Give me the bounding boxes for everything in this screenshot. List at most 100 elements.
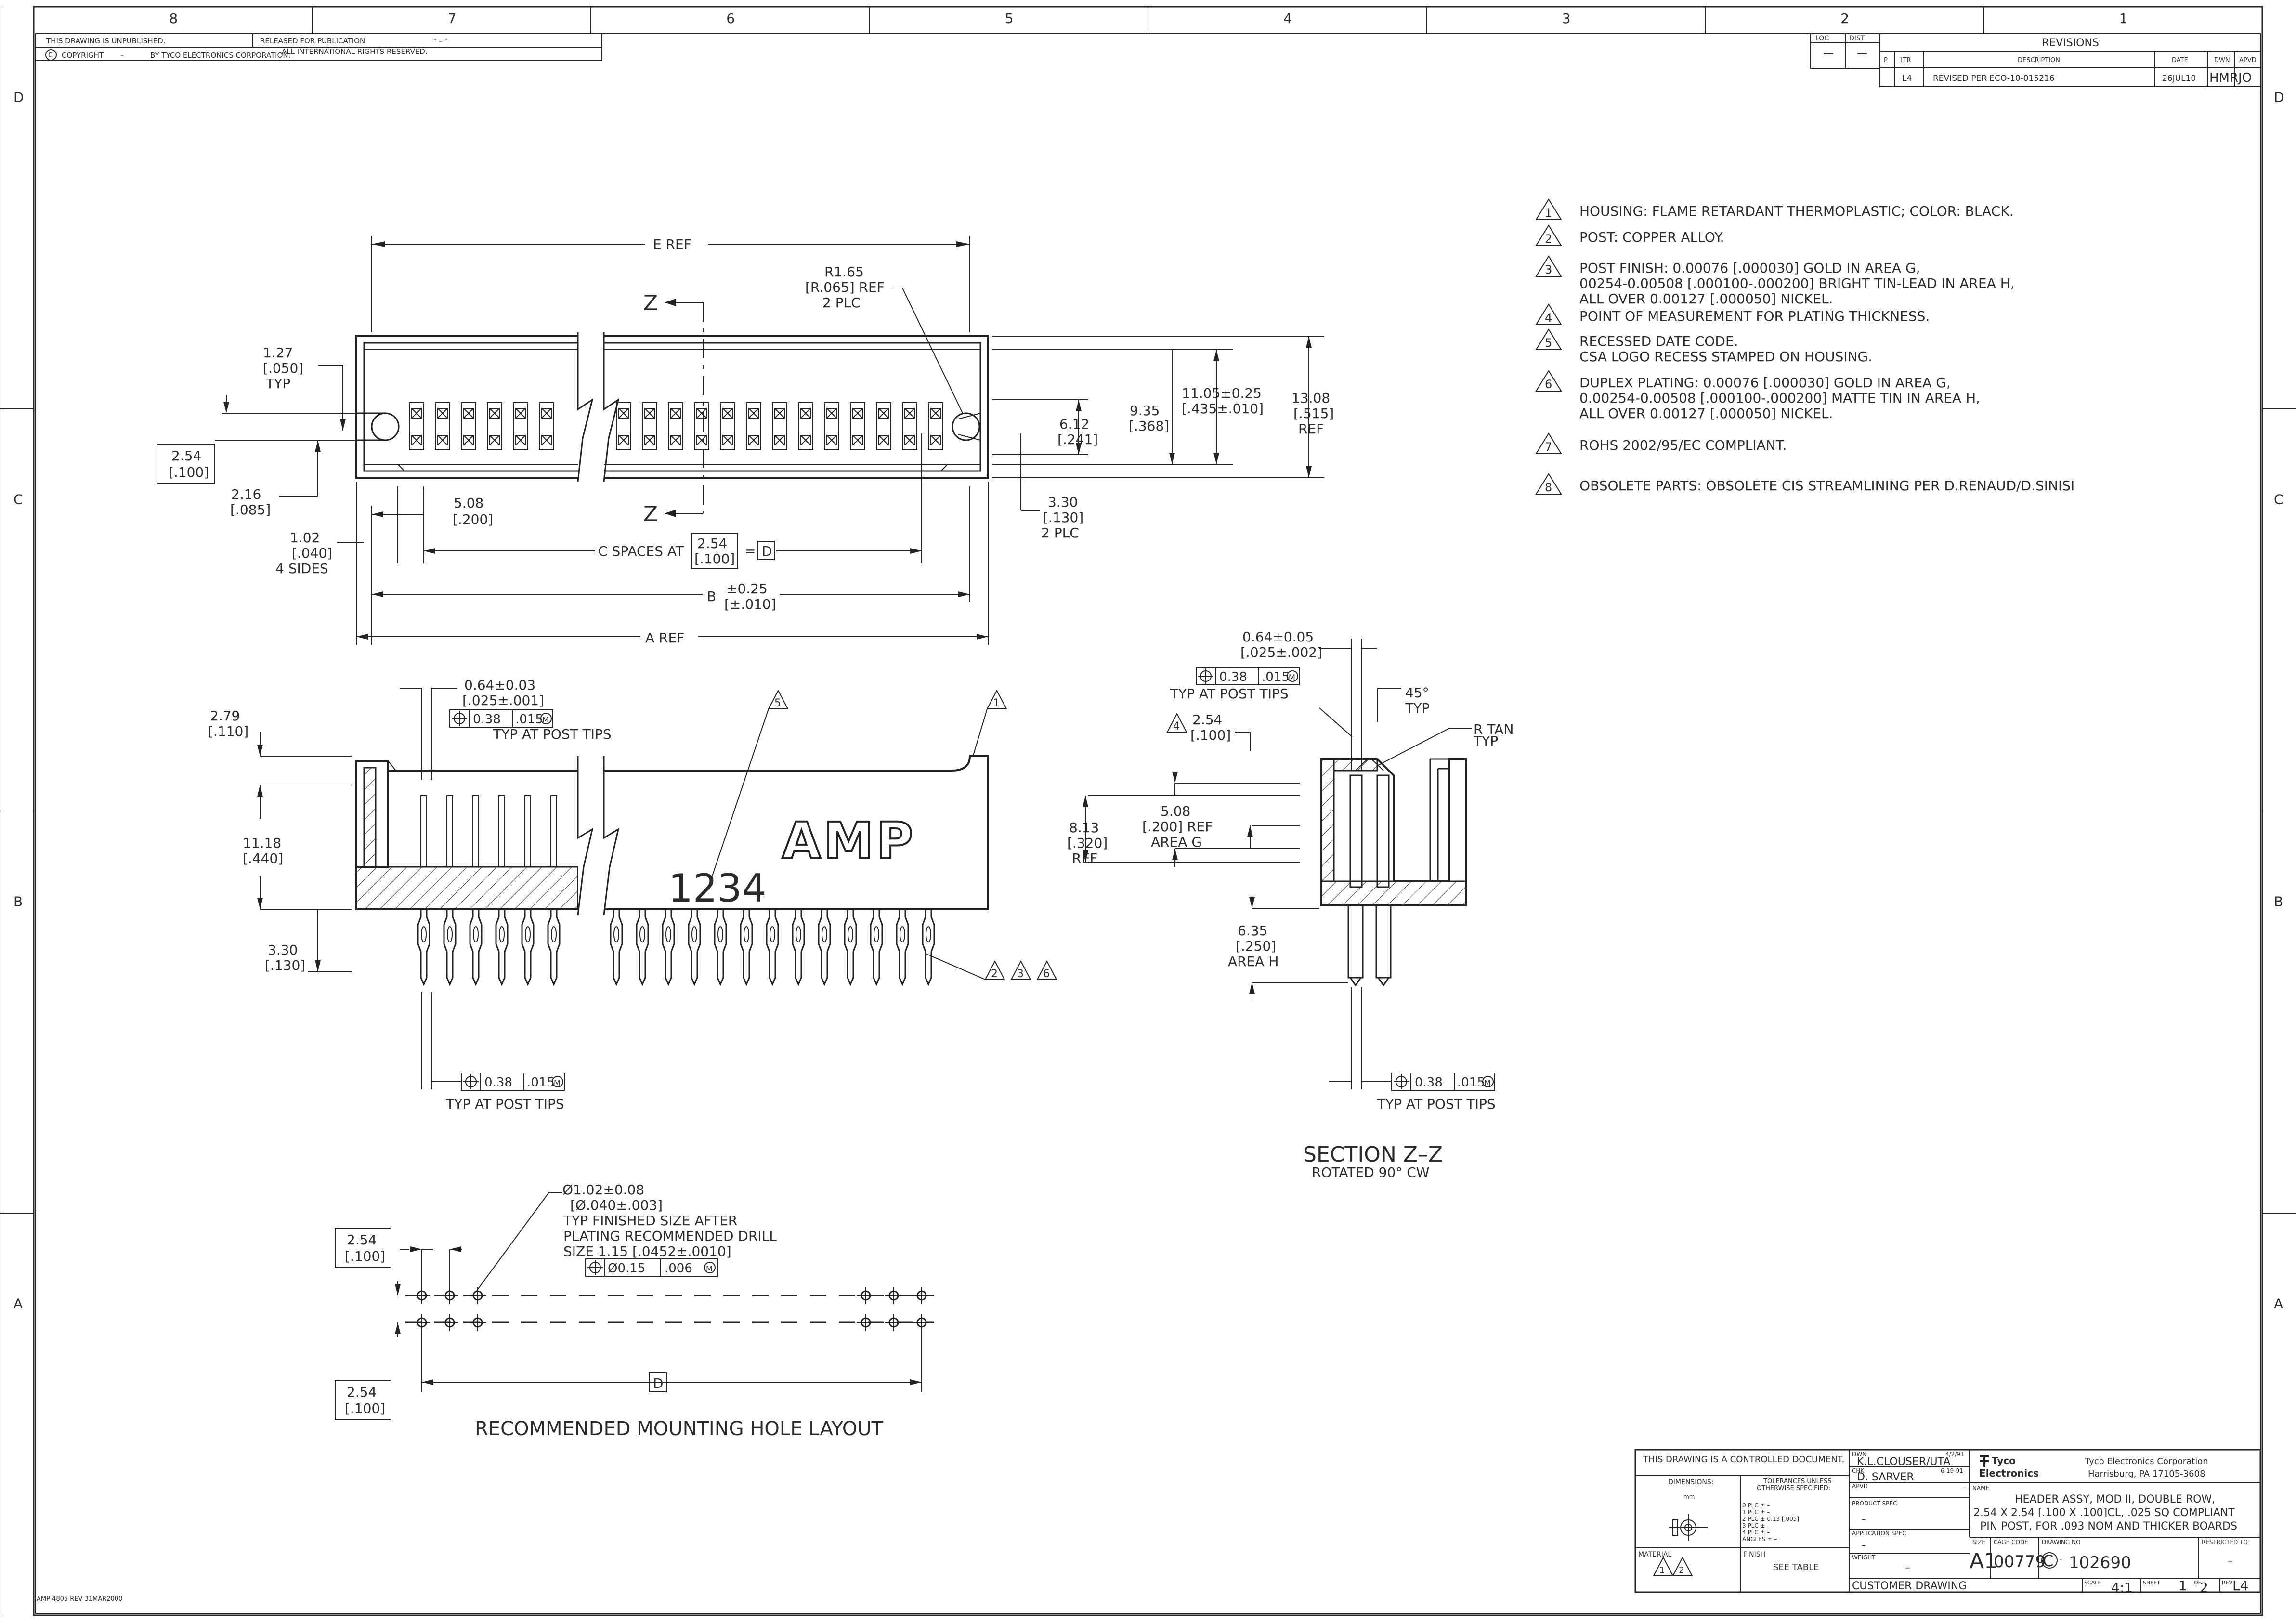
- sv-dim-ref: REF: [1072, 850, 1097, 866]
- pin-cavity: [435, 402, 450, 450]
- note-number: 3: [1545, 263, 1552, 276]
- plc-row: 0 PLC ± –: [1742, 1502, 1770, 1509]
- front-pin-tail: [766, 909, 779, 986]
- sv-dim-2-54: 2.54: [1192, 712, 1222, 728]
- drawing-no-prefix: C: [2043, 1552, 2053, 1570]
- zone-label-top: 5: [1005, 11, 1014, 26]
- zone-label-left: C: [13, 492, 23, 508]
- front-pin-tail: [714, 909, 727, 986]
- released-text: RELEASED FOR PUBLICATION: [260, 37, 365, 45]
- tyco-logo: Tyco Electronics: [1979, 1455, 2039, 1479]
- svg-text:0.38: 0.38: [1415, 1075, 1443, 1090]
- note-text: POST FINISH: 0.00076 [.000030] GOLD IN A…: [1579, 260, 1920, 276]
- weight-label: WEIGHT: [1852, 1554, 1876, 1561]
- z-marker-top: Z: [643, 291, 658, 315]
- dim-4-sides: 4 SIDES: [275, 561, 328, 576]
- rev-date: 26JUL10: [2162, 74, 2196, 83]
- rev-ltr: L4: [1902, 74, 1912, 83]
- sv-fcf-bottom: 0.38 .015 M: [1391, 1073, 1495, 1091]
- fv-dim-130: [.130]: [265, 957, 305, 973]
- sv-dim-320: [.320]: [1067, 835, 1108, 851]
- rev-label: REV: [2222, 1580, 2233, 1586]
- dim-100-box: [.100]: [169, 464, 209, 480]
- zone-label-right: D: [2274, 90, 2284, 105]
- fv-dim-2-79: 2.79: [210, 708, 240, 724]
- front-pin-tail: [792, 909, 805, 986]
- revisions-title: REVISIONS: [2042, 37, 2099, 49]
- pin-cavity: [928, 402, 943, 450]
- sv-area-g: AREA G: [1151, 834, 1202, 850]
- note-2-3-6-flags: 2 3 6: [984, 960, 1057, 980]
- apvd-value: –: [1963, 1483, 1967, 1492]
- front-pin-tail: [417, 909, 430, 986]
- zone-label-left: D: [13, 90, 24, 105]
- front-pin-tail: [495, 909, 509, 986]
- dim-5-08: 5.08: [454, 495, 483, 511]
- dim-040: [.040]: [292, 545, 332, 561]
- mounting-hole-layout: Ø1.02±0.08 [Ø.040±.003] TYP FINISHED SIZ…: [335, 1182, 934, 1440]
- dim-2-plc: 2 PLC: [1041, 525, 1079, 541]
- zone-label-top: 6: [726, 11, 735, 26]
- note-text: ALL OVER 0.00127 [.000050] NICKEL.: [1579, 406, 1833, 421]
- svg-text:.006: .006: [665, 1261, 692, 1276]
- note-flag-icon: [1535, 432, 1562, 454]
- chk-label: CHK: [1852, 1467, 1865, 1474]
- r-065-ref: [R.065] REF: [805, 279, 885, 295]
- svg-text:M: M: [1484, 1078, 1491, 1087]
- rev-header-dwn: DWN: [2214, 57, 2230, 64]
- hole-dim-2-54-b: 2.54: [347, 1384, 377, 1400]
- name-label: NAME: [1972, 1485, 1989, 1491]
- sv-angle-45: 45°: [1405, 685, 1429, 701]
- front-pin-tail: [547, 909, 561, 986]
- note-text: 0.00254-0.00508 [.000100-.000200] MATTE …: [1579, 390, 1980, 406]
- section-rotated: ROTATED 90° CW: [1312, 1164, 1429, 1180]
- dim-1-02: 1.02: [290, 530, 320, 546]
- note-flag-icon: [1535, 303, 1562, 325]
- zone-label-top: 8: [169, 11, 178, 26]
- note-flag-icon: [1535, 370, 1562, 392]
- pin-cavity: [409, 402, 424, 450]
- dim-435: [.435±.010]: [1182, 401, 1264, 417]
- released-mark: ° – °: [433, 38, 448, 45]
- front-pin-tail: [922, 909, 935, 986]
- chk-date: 6-19-91: [1941, 1467, 1963, 1474]
- sv-typ-post-tips-top: TYP AT POST TIPS: [1170, 686, 1289, 702]
- c-equals: =: [744, 543, 756, 559]
- note-text: 00254-0.00508 [.000100-.000200] BRIGHT T…: [1579, 275, 2015, 291]
- pin-cavity: [798, 402, 813, 450]
- hole-note-4: PLATING RECOMMENDED DRILL: [563, 1228, 777, 1244]
- b-tolerance-inch: [±.010]: [724, 596, 776, 612]
- logo-electronics: Electronics: [1979, 1467, 2039, 1479]
- svg-text:0.38: 0.38: [484, 1075, 512, 1090]
- restricted-label: RESTRICTED TO: [2202, 1539, 2248, 1545]
- sv-r-tan: R TAN: [1474, 721, 1513, 737]
- note-text: ROHS 2002/95/EC COMPLIANT.: [1579, 437, 1787, 453]
- product-spec-label: PRODUCT SPEC: [1852, 1500, 1897, 1507]
- front-pin-upper: [446, 795, 453, 867]
- see-table: SEE TABLE: [1773, 1562, 1819, 1572]
- note-text: HOUSING: FLAME RETARDANT THERMOPLASTIC; …: [1579, 203, 2014, 219]
- front-pin-tail: [610, 909, 623, 986]
- footer-note: AMP 4805 REV 31MAR2000: [37, 1596, 122, 1603]
- sv-dim-100: [.100]: [1190, 727, 1231, 743]
- c-d-box: D: [762, 543, 772, 559]
- hole-fcf: Ø0.15 .006 M: [585, 1258, 718, 1277]
- note-text: POINT OF MEASUREMENT FOR PLATING THICKNE…: [1579, 308, 1930, 324]
- front-pin-tail: [688, 909, 701, 986]
- c-spaces-label: C SPACES AT: [598, 543, 684, 559]
- dim-050: [.050]: [263, 360, 303, 376]
- title-line1: HEADER ASSY, MOD II, DOUBLE ROW,: [2015, 1493, 2215, 1505]
- dim-515: [.515]: [1293, 406, 1334, 421]
- of-value: 2: [2200, 1580, 2208, 1596]
- front-pin-upper: [420, 795, 427, 867]
- sv-fcf: 0.38 .015 M: [1196, 667, 1300, 685]
- e-ref-label: E REF: [653, 236, 691, 252]
- sv-dim-5-08: 5.08: [1161, 803, 1190, 819]
- svg-text:Ø0.15: Ø0.15: [608, 1261, 645, 1276]
- sv-dim-200-ref: [.200] REF: [1142, 819, 1213, 835]
